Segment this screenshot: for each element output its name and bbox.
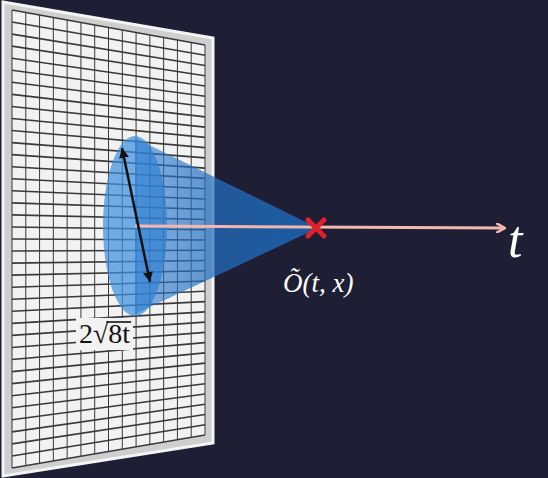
root-overline [106,321,131,323]
grid-line [12,10,13,468]
grid-line [94,25,95,454]
time-axis-label: t [508,214,522,266]
grid-line [67,20,68,459]
operator-label: Õ(t, x) [283,270,353,297]
operator-cross [308,220,324,236]
grid-line [25,13,26,466]
radius-double-arrow [122,148,150,282]
grid-line [53,18,54,461]
grid-line [39,15,40,463]
grid-line [80,23,81,457]
radius-label: 2√8t [76,318,133,350]
